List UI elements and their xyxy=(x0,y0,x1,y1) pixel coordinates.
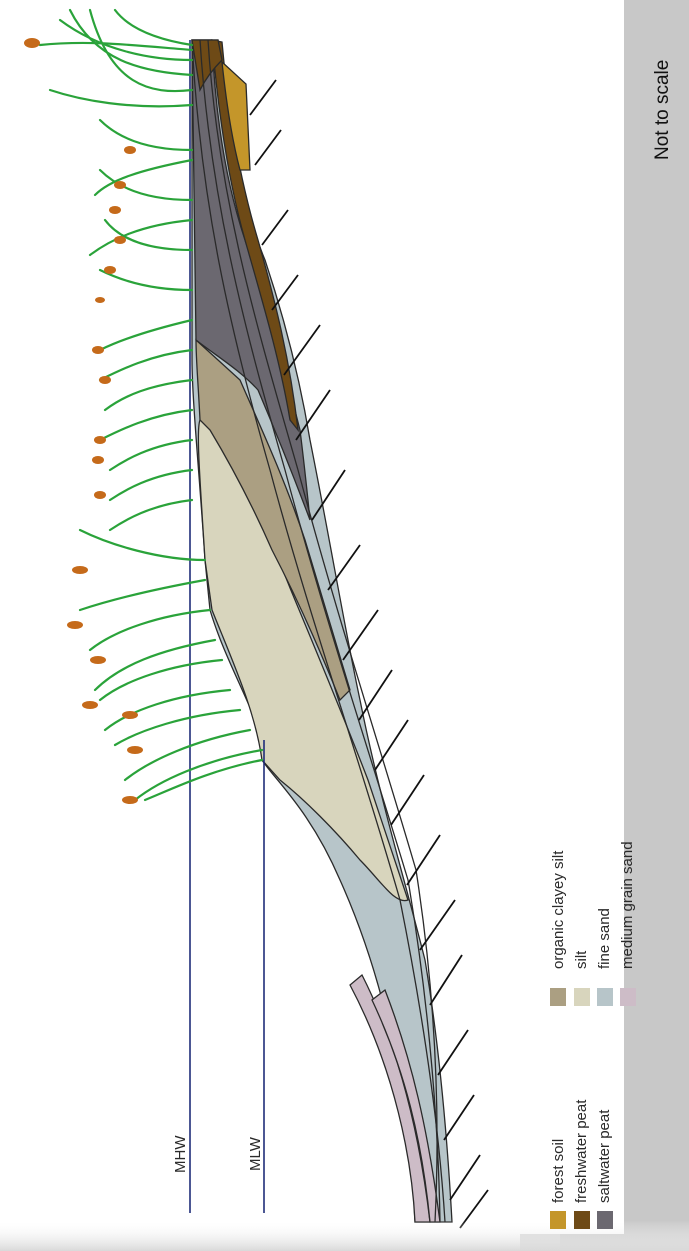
legend-swatch-freshwater-peat xyxy=(574,1211,590,1229)
layer-medium-grain-sand xyxy=(349,973,431,1223)
marsh-vegetation xyxy=(38,8,264,802)
layer-forest-soil xyxy=(221,60,251,171)
legend-swatch-fine-sand xyxy=(597,988,613,1006)
legend-label-forest-soil: forest soil xyxy=(550,1138,567,1203)
legend-swatch-saltwater-peat xyxy=(597,1211,613,1229)
legend-label-fine-sand: fine sand xyxy=(596,908,613,969)
legend-label-medium-grain-sand: medium grain sand xyxy=(619,841,636,969)
substrate-hatch xyxy=(249,79,489,1229)
scale-note: Not to scale xyxy=(652,59,673,160)
legend-label-freshwater-peat: freshwater peat xyxy=(573,1099,590,1203)
legend-label-silt: silt xyxy=(573,950,590,969)
layer-organic-clayey-silt xyxy=(195,338,351,702)
legend-swatch-organic-clayey-silt xyxy=(550,988,566,1006)
sediment-layers xyxy=(191,39,453,1223)
mlw-label: MLW xyxy=(247,1137,264,1171)
legend-swatch-forest-soil xyxy=(550,1211,566,1229)
seed-heads xyxy=(24,38,143,804)
layer-medium-grain-sand-lower xyxy=(371,988,441,1223)
mhw-label: MHW xyxy=(172,1135,189,1174)
legend-swatch-medium-grain-sand xyxy=(620,988,636,1006)
legend-label-organic-clayey-silt: organic clayey silt xyxy=(550,850,567,969)
legend-swatch-silt xyxy=(574,988,590,1006)
legend-label-saltwater-peat: saltwater peat xyxy=(596,1109,613,1203)
